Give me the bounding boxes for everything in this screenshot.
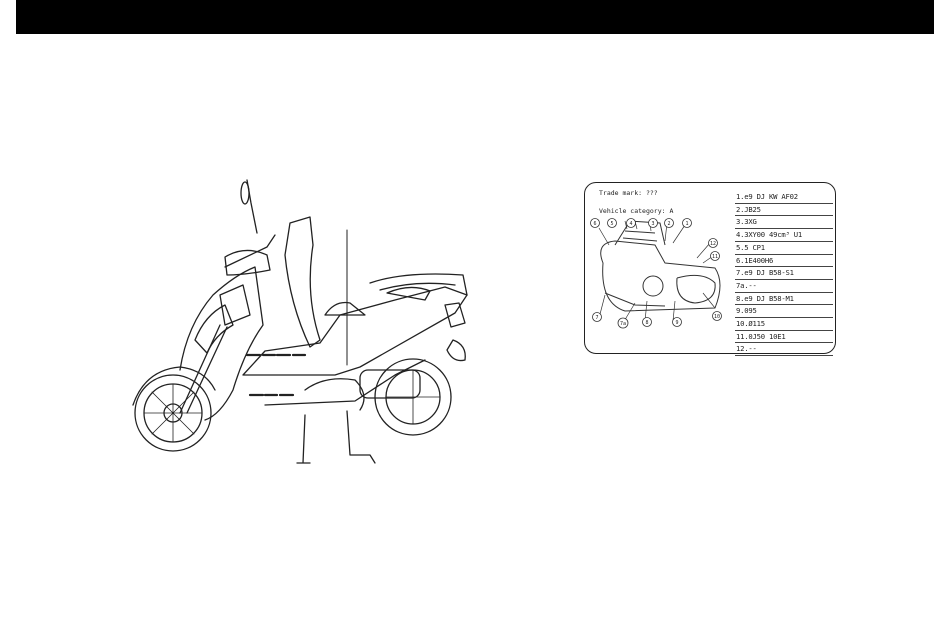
plate-callout: 9 [675, 320, 678, 326]
plate-item: 5.5 CP1 [735, 242, 833, 255]
plate-item: 12.-- [735, 343, 833, 356]
plate-item: 11.0J50 10E1 [735, 331, 833, 344]
plate-item: 6.1E400H6 [735, 255, 833, 268]
plate-callout: 3 [651, 221, 654, 227]
plate-callout: 4 [629, 221, 632, 227]
plate-item: 8.e9 DJ B58-M1 [735, 293, 833, 306]
plate-callout: 6 [593, 221, 596, 227]
plate-callout: 11 [712, 254, 718, 260]
plate-callout: 12 [710, 241, 716, 247]
plate-callout: 10 [714, 314, 720, 320]
plate-item-list: 1.e9 DJ KW AF02 2.JB25 3.3XG 4.3XY00 49c… [735, 191, 833, 356]
plate-item: 10.Ø115 [735, 318, 833, 331]
plate-callout: 8 [645, 320, 648, 326]
plate-callout: 5 [610, 221, 613, 227]
plate-item: 4.3XY00 49cm³ U1 [735, 229, 833, 242]
plate-item: 7a.-- [735, 280, 833, 293]
plate-vehicle-category: Vehicle category: A [599, 207, 673, 215]
plate-item: 9.095 [735, 305, 833, 318]
identification-plate: 6 5 4 3 2 1 12 11 7 7a 8 9 10 Trade mark… [584, 182, 836, 354]
plate-callout: 2 [667, 221, 670, 227]
plate-callouts [591, 219, 722, 329]
scooter-illustration [125, 175, 485, 470]
plate-callout: 7a [620, 321, 626, 327]
plate-item: 7.e9 DJ B58-S1 [735, 267, 833, 280]
plate-item: 3.3XG [735, 216, 833, 229]
plate-item: 2.JB25 [735, 204, 833, 217]
plate-callout: 7 [595, 315, 598, 321]
plate-callout: 1 [685, 221, 688, 227]
page-header-bar [16, 0, 934, 34]
plate-item: 1.e9 DJ KW AF02 [735, 191, 833, 204]
plate-trade-mark: Trade mark: ??? [599, 189, 658, 197]
